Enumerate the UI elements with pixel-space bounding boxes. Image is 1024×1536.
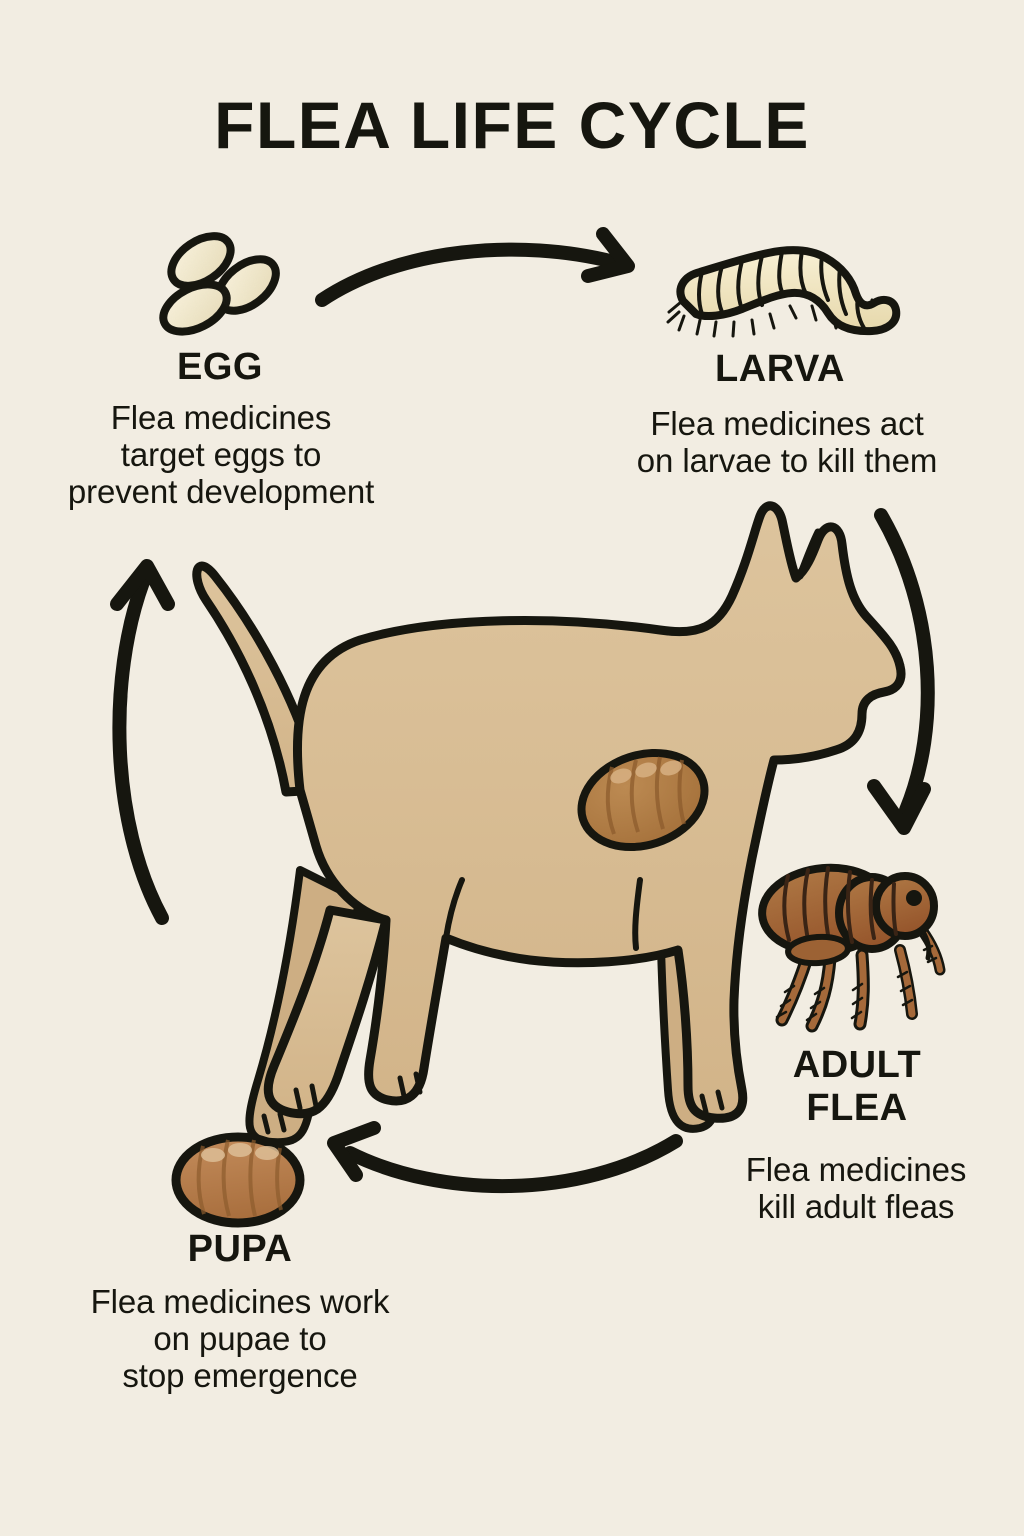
pupa-highlights [201, 1143, 279, 1162]
flea-eye-icon [906, 890, 922, 906]
adult-flea-icon [758, 863, 946, 1033]
larva-segments [697, 249, 866, 330]
arrow-flea-to-pupa [327, 1121, 683, 1194]
dog-paw-toes-midrear [397, 1071, 423, 1099]
dog-paw-toes-far [261, 1111, 287, 1135]
arrow-pupa-to-egg [110, 559, 175, 925]
dog-illustration [192, 501, 906, 1147]
stage-description-adult-flea: Flea medicines kill adult fleas [745, 1151, 967, 1225]
dog-paw-toes-rear [293, 1083, 319, 1111]
flea-egg-icon [159, 232, 280, 336]
stage-heading-egg: EGG [177, 346, 263, 388]
stage-description-larva: Flea medicines act on larvae to kill the… [636, 405, 938, 479]
dog-hind-leg-near [263, 905, 391, 1119]
dog-ear-crease [796, 528, 822, 580]
stage-description-egg: Flea medicines target eggs to prevent de… [67, 399, 375, 510]
flea-head [872, 872, 938, 940]
arrow-egg-to-larva [315, 227, 635, 307]
dog-paw-toes-front [699, 1089, 725, 1115]
dog-chest-line [632, 877, 643, 951]
page-title: FLEA LIFE CYCLE [214, 88, 810, 162]
stage-heading-pupa: PUPA [187, 1228, 293, 1270]
pupa-segments [196, 1139, 283, 1217]
stage-heading-adult-flea: ADULT FLEA [792, 1044, 922, 1129]
flea-abdomen-segments [782, 866, 898, 947]
dog-tail [192, 561, 325, 797]
flea-mouthparts [919, 927, 932, 961]
flea-coxa [785, 933, 851, 967]
dog-haunch-line [443, 877, 465, 941]
stage-description-pupa: Flea medicines work on pupae to stop eme… [90, 1283, 390, 1394]
stage-heading-larva: LARVA [715, 348, 845, 390]
dog-flank-patch [577, 748, 709, 852]
arrow-larva-to-flea [867, 508, 935, 835]
flea-pupa-icon [171, 1132, 305, 1228]
flea-larva-icon [666, 246, 901, 338]
